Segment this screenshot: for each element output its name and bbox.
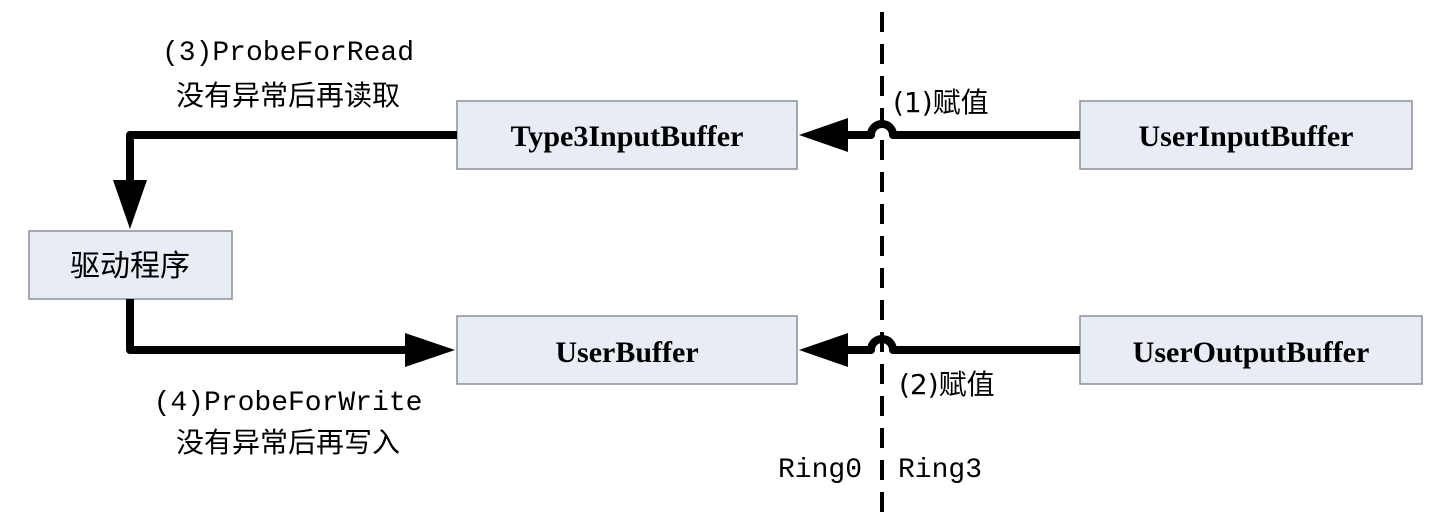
ring0-label: Ring0 <box>778 455 862 486</box>
user-output-buffer-label: UserOutputBuffer <box>1133 336 1370 369</box>
probe-read-arrow <box>113 131 457 229</box>
step2-label: (2)赋值 <box>899 368 995 401</box>
user-input-buffer-label: UserInputBuffer <box>1139 120 1354 153</box>
assign-output-arrow <box>799 333 1080 367</box>
user-buffer-label: UserBuffer <box>555 336 698 369</box>
step3-label: (3)ProbeForRead <box>162 38 414 69</box>
step4-label: (4)ProbeForWrite <box>154 388 423 419</box>
assign-input-arrow <box>799 118 1080 152</box>
probe-write-arrow <box>126 299 455 367</box>
driver-label: 驱动程序 <box>70 249 190 284</box>
user-buffer-box: UserBuffer <box>456 315 798 385</box>
type3-input-buffer-box: Type3InputBuffer <box>456 100 798 170</box>
user-output-buffer-box: UserOutputBuffer <box>1079 315 1423 385</box>
step3-description: 没有异常后再读取 <box>176 79 400 112</box>
type3-input-buffer-label: Type3InputBuffer <box>511 120 744 153</box>
step1-label: (1)赋值 <box>893 86 989 119</box>
user-input-buffer-box: UserInputBuffer <box>1079 100 1413 170</box>
ring3-label: Ring3 <box>898 455 982 486</box>
driver-box: 驱动程序 <box>28 230 233 300</box>
step4-description: 没有异常后再写入 <box>176 426 400 459</box>
